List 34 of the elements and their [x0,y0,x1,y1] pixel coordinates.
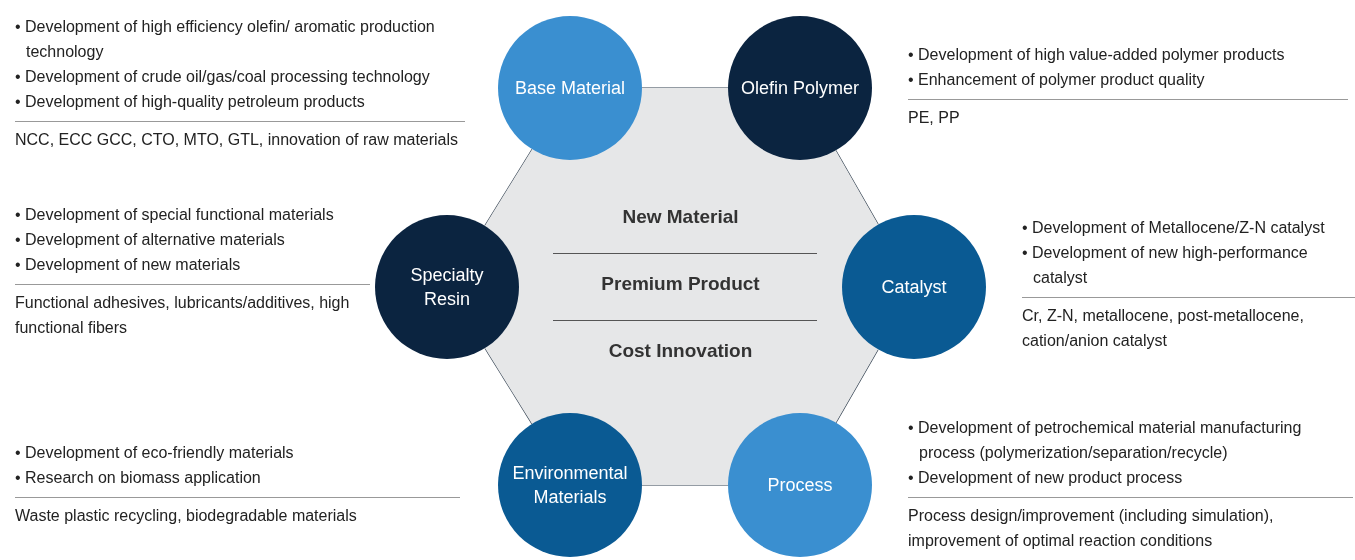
summary-text: Process design/improvement (including simulation), improvement of optimal reaction conditions [908,506,1275,551]
connector-line [484,347,533,425]
bullet-text: • Development of Metallocene/Z-N catalyst [1022,218,1326,238]
category-label: Olefin Polymer [740,77,860,100]
bullet-text: • Enhancement of polymer product quality [908,70,1206,90]
summary-text: Functional adhesives, lubricants/additives, high functional fibers [15,293,351,338]
category-label: Process [766,474,834,497]
bullet-text: • Development of new materials [15,255,242,275]
bullet-text: • Development of high-quality petroleum products [15,92,366,112]
category-label: Specialty Resin [409,264,485,311]
hub-text: New Material [621,206,740,228]
bullet-text: • Development of alternative materials [15,230,286,250]
bullet-text: • Development of high efficiency olefin/ aromatic production technology [15,17,436,62]
connector-line [641,484,729,486]
connector-line [835,149,879,226]
bullet-text: • Development of crude oil/gas/coal processing technology [15,67,431,87]
summary-text: Cr, Z-N, metallocene, post-metallocene, cation/anion catalyst [1022,306,1305,351]
category-label: Base Material [513,77,627,100]
bullet-text: • Development of new high-performance catalyst [1022,243,1309,288]
category-label: Environmental Materials [511,462,629,509]
connector-line [484,148,533,227]
hub-text: Cost Innovation [607,340,754,362]
summary-text: Waste plastic recycling, biodegradable materials [15,506,358,526]
bullet-text: • Development of petrochemical material manufacturing process (polymerization/separation/recycle) [908,418,1303,463]
bullet-text: • Development of eco-friendly materials [15,443,295,463]
connector-line [641,87,729,89]
summary-text: PE, PP [908,108,961,128]
connector-line [835,348,879,424]
bullet-text: • Development of special functional materials [15,205,335,225]
bullet-text: • Development of new product process [908,468,1184,488]
bullet-text: • Development of high value-added polymer products [908,45,1286,65]
category-label: Catalyst [880,276,948,299]
summary-text: NCC, ECC GCC, CTO, MTO, GTL, innovation of raw materials [15,130,460,150]
bullet-text: • Research on biomass application [15,468,262,488]
